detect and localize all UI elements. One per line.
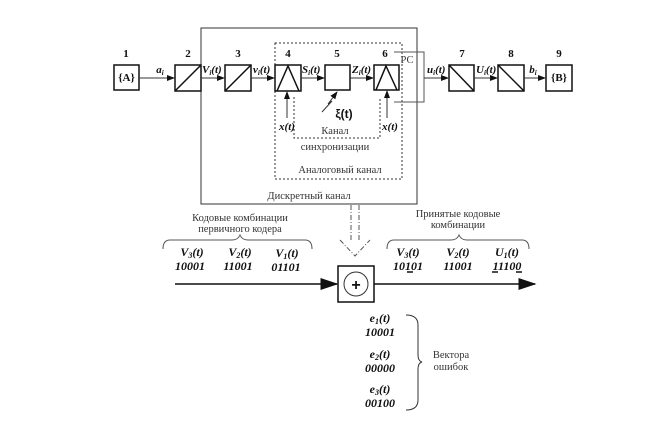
svg-text:V1(t): V1(t): [275, 246, 298, 261]
block-8-diagonal-icon: [497, 64, 525, 92]
discrete-channel-label: Дискретный канал: [267, 191, 350, 202]
svg-text:11001: 11001: [443, 259, 472, 273]
source-codes-brace: [162, 233, 313, 250]
svg-text:e1(t): e1(t): [370, 311, 391, 326]
block-8-number: 8: [508, 48, 514, 60]
received-codes-title-1: Принятые кодовые: [416, 209, 501, 220]
rc-block: [394, 51, 425, 103]
signal-S: Si(t): [302, 64, 320, 77]
discrete-channel-frame: [200, 27, 418, 205]
svg-text:01101: 01101: [271, 260, 300, 274]
signal-u: ui(t): [427, 64, 445, 77]
signal-V: Vi(t): [202, 64, 222, 77]
block-2-number: 2: [185, 48, 191, 60]
signal-Z: Zi(t): [351, 64, 371, 77]
signal-x-demod: x(t): [381, 121, 398, 133]
analog-channel-label: Аналоговый канал: [298, 165, 381, 176]
received-code-u1: U1(t) 11100: [492, 245, 522, 273]
signal-a: ai: [156, 64, 164, 77]
block-7-number: 7: [459, 48, 465, 60]
block-6-triangle-icon: [375, 64, 398, 91]
block-1-source: [113, 64, 140, 91]
signal-b: bi: [529, 64, 537, 77]
error-vector-e1: e1(t) 10001: [365, 311, 395, 339]
sync-channel-label-2: синхронизации: [301, 142, 370, 153]
svg-text:10101: 10101: [393, 259, 423, 273]
received-codes-title-2: комбинации: [431, 220, 486, 231]
adder-plus-icon: +: [351, 277, 360, 294]
svg-text:11001: 11001: [223, 259, 252, 273]
block-9-sink: [545, 64, 573, 92]
block-5-number: 5: [334, 48, 340, 60]
received-codes-brace: [386, 233, 530, 250]
source-code-v3: V3(t) 10001: [175, 245, 205, 273]
error-vector-e3: e3(t) 00100: [365, 382, 395, 410]
block-3-number: 3: [235, 48, 241, 60]
rc-label: РС: [401, 55, 414, 66]
svg-text:V3(t): V3(t): [180, 245, 203, 260]
block-7-diagonal-icon: [448, 64, 475, 92]
source-code-v2: V2(t) 11001: [223, 245, 252, 273]
source-code-v1: V1(t) 01101: [271, 246, 300, 274]
svg-text:00100: 00100: [365, 396, 395, 410]
adder-circle-icon: [343, 271, 369, 297]
svg-text:V2(t): V2(t): [228, 245, 251, 260]
sync-channel-path: [293, 97, 381, 139]
noise-lightning-icon: [321, 91, 338, 113]
source-codes-title-1: Кодовые комбинации: [192, 213, 288, 224]
block-9-number: 9: [556, 48, 562, 60]
signal-U: Ui(t): [476, 64, 496, 77]
error-vectors-label-2: ошибок: [434, 362, 470, 373]
dashed-down-arrow-icon: [339, 205, 371, 257]
analog-channel-frame: [274, 42, 403, 180]
svg-text:00000: 00000: [365, 361, 395, 375]
source-codes-title-2: первичного кодера: [198, 224, 282, 235]
received-code-v2: V2(t) 11001: [443, 245, 472, 273]
received-code-v3: V3(t) 10101: [393, 245, 423, 273]
svg-text:V3(t): V3(t): [396, 245, 419, 260]
block-4-triangle-icon: [276, 64, 300, 92]
svg-text:e2(t): e2(t): [370, 347, 391, 362]
error-vectors-brace: [405, 314, 423, 411]
block-6-number: 6: [382, 48, 388, 60]
sync-channel-label-1: Канал: [321, 126, 348, 137]
block-1-content: {A}: [118, 72, 135, 84]
error-vector-e2: e2(t) 00000: [365, 347, 395, 375]
signal-v: vi(t): [253, 64, 270, 77]
block-2-diagonal-icon: [174, 64, 202, 92]
svg-text:V2(t): V2(t): [446, 245, 469, 260]
svg-text:11100: 11100: [493, 259, 522, 273]
block-9-content: {B}: [551, 72, 567, 84]
block-3-diagonal-icon: [224, 64, 252, 92]
signal-x-mod: x(t): [278, 121, 295, 133]
svg-text:10001: 10001: [365, 325, 395, 339]
svg-text:10001: 10001: [175, 259, 205, 273]
svg-text:e3(t): e3(t): [370, 382, 391, 397]
block-4-number: 4: [285, 48, 291, 60]
block-1-number: 1: [123, 48, 129, 60]
error-vectors-label-1: Вектора: [433, 350, 470, 361]
noise-label: ξ(t): [335, 107, 352, 121]
block-5-line: [324, 64, 351, 91]
svg-text:U1(t): U1(t): [495, 245, 519, 260]
